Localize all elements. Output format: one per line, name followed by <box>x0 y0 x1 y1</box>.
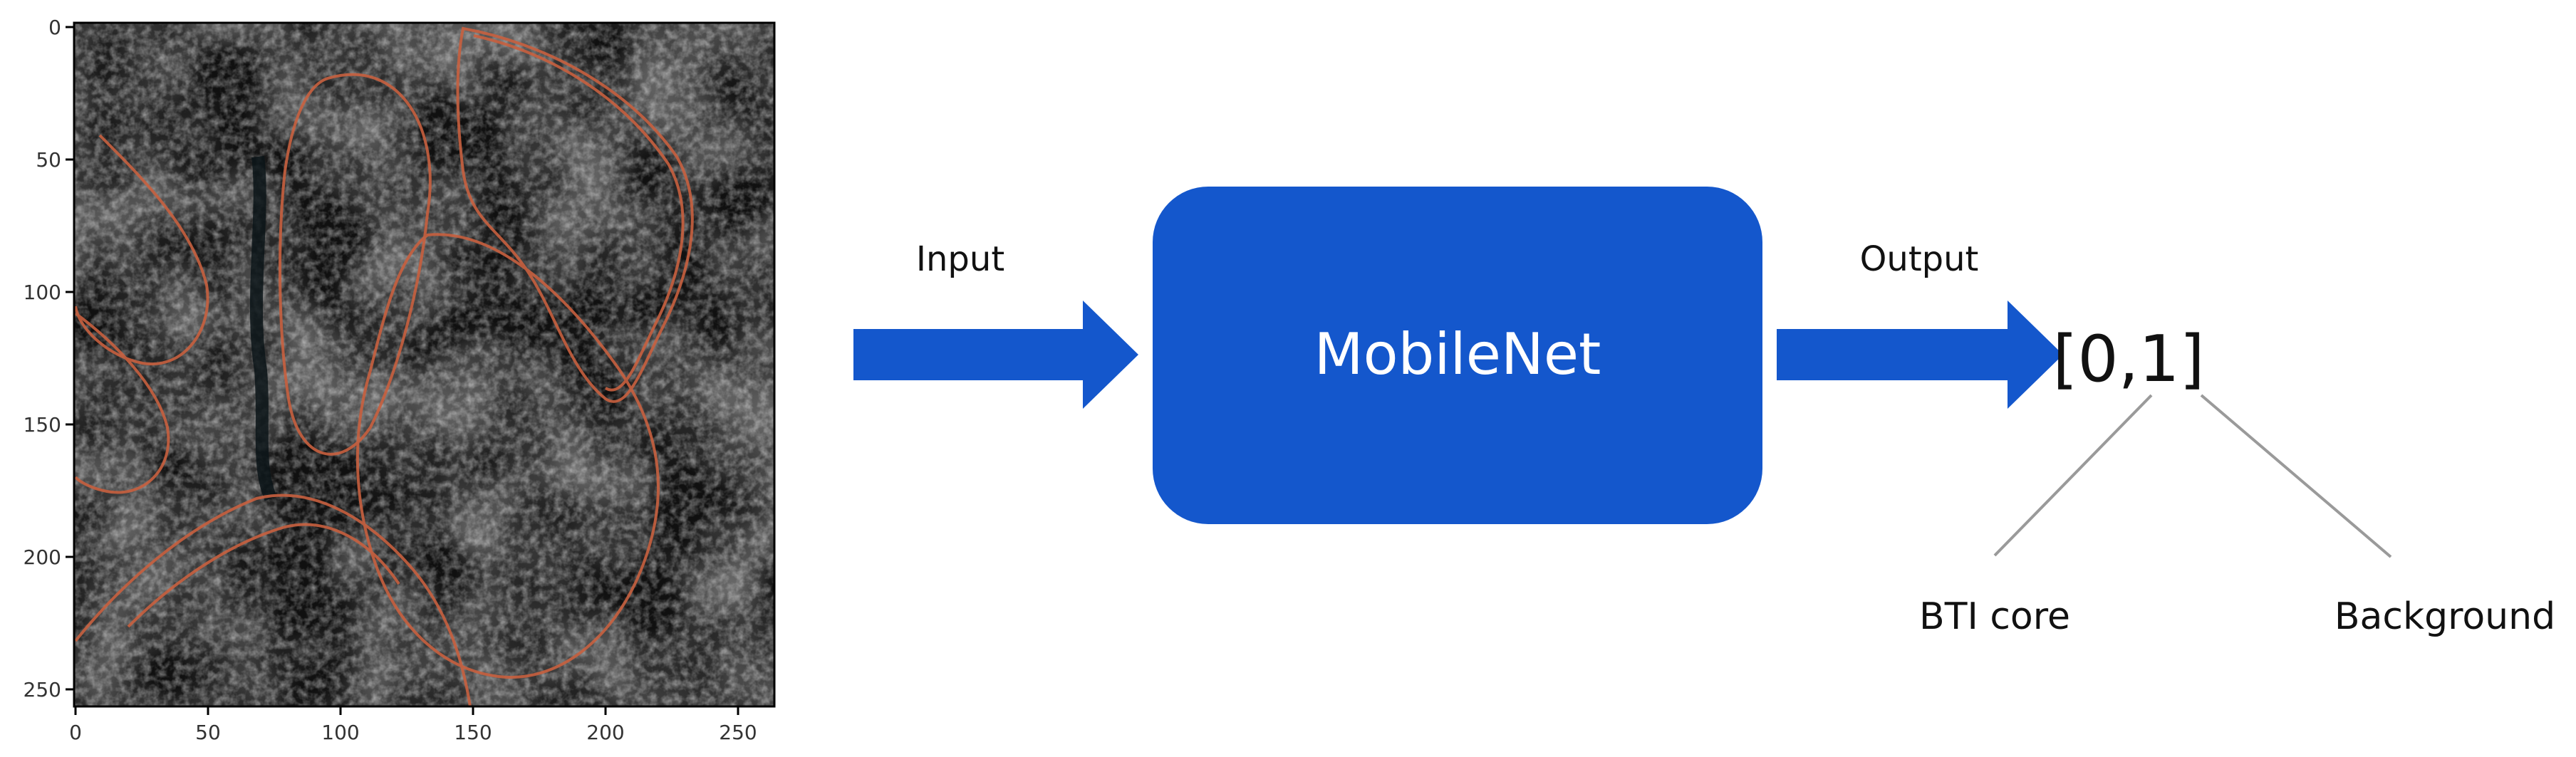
x-tick-label-50: 50 <box>195 721 221 744</box>
input-label: Input <box>916 239 1004 279</box>
contour-left-lower <box>74 312 170 494</box>
y-tick-label-100: 100 <box>24 281 61 304</box>
x-tick-label-150: 150 <box>454 721 492 744</box>
contour-bottom-inner <box>127 523 400 628</box>
contour-bottom-left <box>74 494 472 707</box>
x-tick-label-100: 100 <box>321 721 359 744</box>
image-frame <box>73 21 776 708</box>
output-label: Output <box>1860 239 1979 279</box>
x-tick-label-200: 200 <box>586 721 624 744</box>
x-tick-labels: 0 50 100 150 200 250 <box>69 721 757 744</box>
dark-channel <box>249 155 277 501</box>
x-tick-label-250: 250 <box>719 721 757 744</box>
y-tick-label-250: 250 <box>24 678 61 701</box>
y-tick-labels: 0 50 100 150 200 250 <box>24 16 61 701</box>
x-axis <box>74 706 739 715</box>
contour-center-large <box>355 233 660 679</box>
region-contours <box>74 26 694 707</box>
contour-top-right-inner <box>473 34 685 392</box>
x-tick-label-0: 0 <box>69 721 82 744</box>
class-label-bti-core: BTI core <box>1919 595 2070 638</box>
image-texture-fine <box>74 23 774 706</box>
contour-center-lobe <box>279 73 432 456</box>
connector-background <box>2200 394 2392 558</box>
output-value: [0,1] <box>2052 322 2204 397</box>
model-label: MobileNet <box>1314 321 1601 387</box>
y-axis <box>66 26 74 691</box>
y-tick-label-150: 150 <box>24 413 61 437</box>
contour-left-upper <box>74 134 209 366</box>
input-arrow <box>853 301 1138 409</box>
contour-top-right <box>456 26 694 403</box>
y-tick-label-200: 200 <box>24 545 61 569</box>
y-tick-label-0: 0 <box>48 16 61 39</box>
class-label-background: Background <box>2334 595 2555 638</box>
output-arrow <box>1777 301 2063 409</box>
connector-bti-core <box>1993 394 2153 557</box>
model-box <box>1153 187 1762 524</box>
microscopy-panel: 0 50 100 150 200 250 0 50 100 150 200 25… <box>24 16 776 744</box>
y-tick-label-50: 50 <box>36 148 61 172</box>
